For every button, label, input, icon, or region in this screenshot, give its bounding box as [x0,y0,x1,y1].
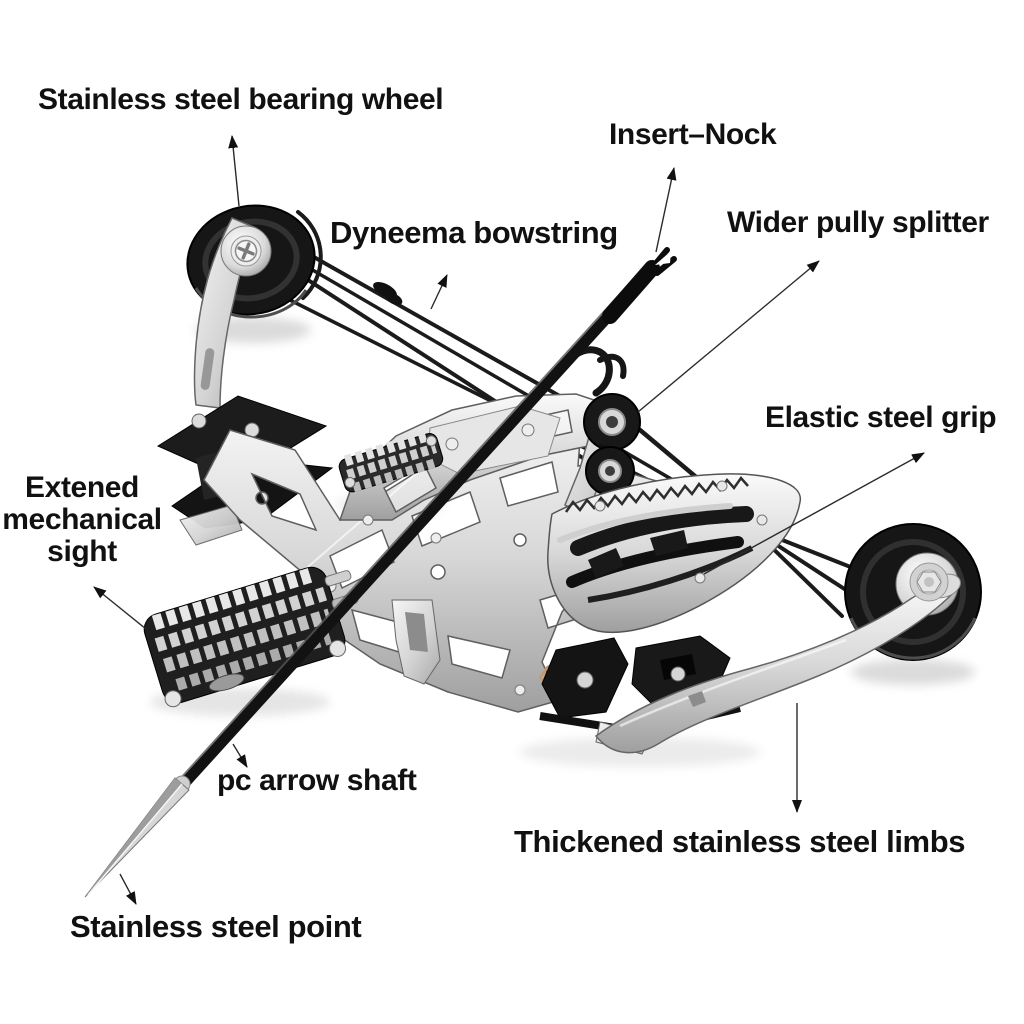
front-rail-graphic [338,429,444,493]
label-bowstring: Dyneema bowstring [330,215,618,250]
pointer-arrow-shaft [232,743,248,768]
label-sight-line3: sight [47,535,117,568]
mechanical-sight-graphic [143,566,359,708]
label-pointers [93,135,925,905]
label-pully-splitter: Wider pully splitter [727,206,989,239]
bearing-wheel-graphic [186,204,316,409]
pointer-bowstring [430,274,448,310]
grip-graphic [547,473,801,634]
label-steel-point: Stainless steel point [70,909,362,944]
insert-nock-graphic [602,247,677,324]
label-grip: Elastic steel grip [765,401,997,434]
pointer-sight [93,586,147,630]
pointer-grip [703,452,925,575]
pointer-pully-splitter [637,260,820,413]
label-sight-line1: Extened [25,471,139,504]
pointer-steel-point [119,873,137,905]
phillips-screw-icon [234,239,258,263]
label-sight-line2: mechanical [2,503,162,536]
arrow-graphic [84,247,677,898]
label-insert-nock: Insert–Nock [609,118,777,151]
steel-point-graphic [84,775,191,898]
pointer-insert-nock [655,167,677,253]
label-bearing-wheel: Stainless steel bearing wheel [38,83,444,116]
label-arrow-shaft: pc arrow shaft [217,764,417,797]
right-wheel-graphic [594,523,982,754]
pointer-bearing-wheel [228,135,240,207]
label-mechanical-sight: Extened mechanical sight [0,472,164,568]
label-limbs: Thickened stainless steel limbs [514,824,966,859]
